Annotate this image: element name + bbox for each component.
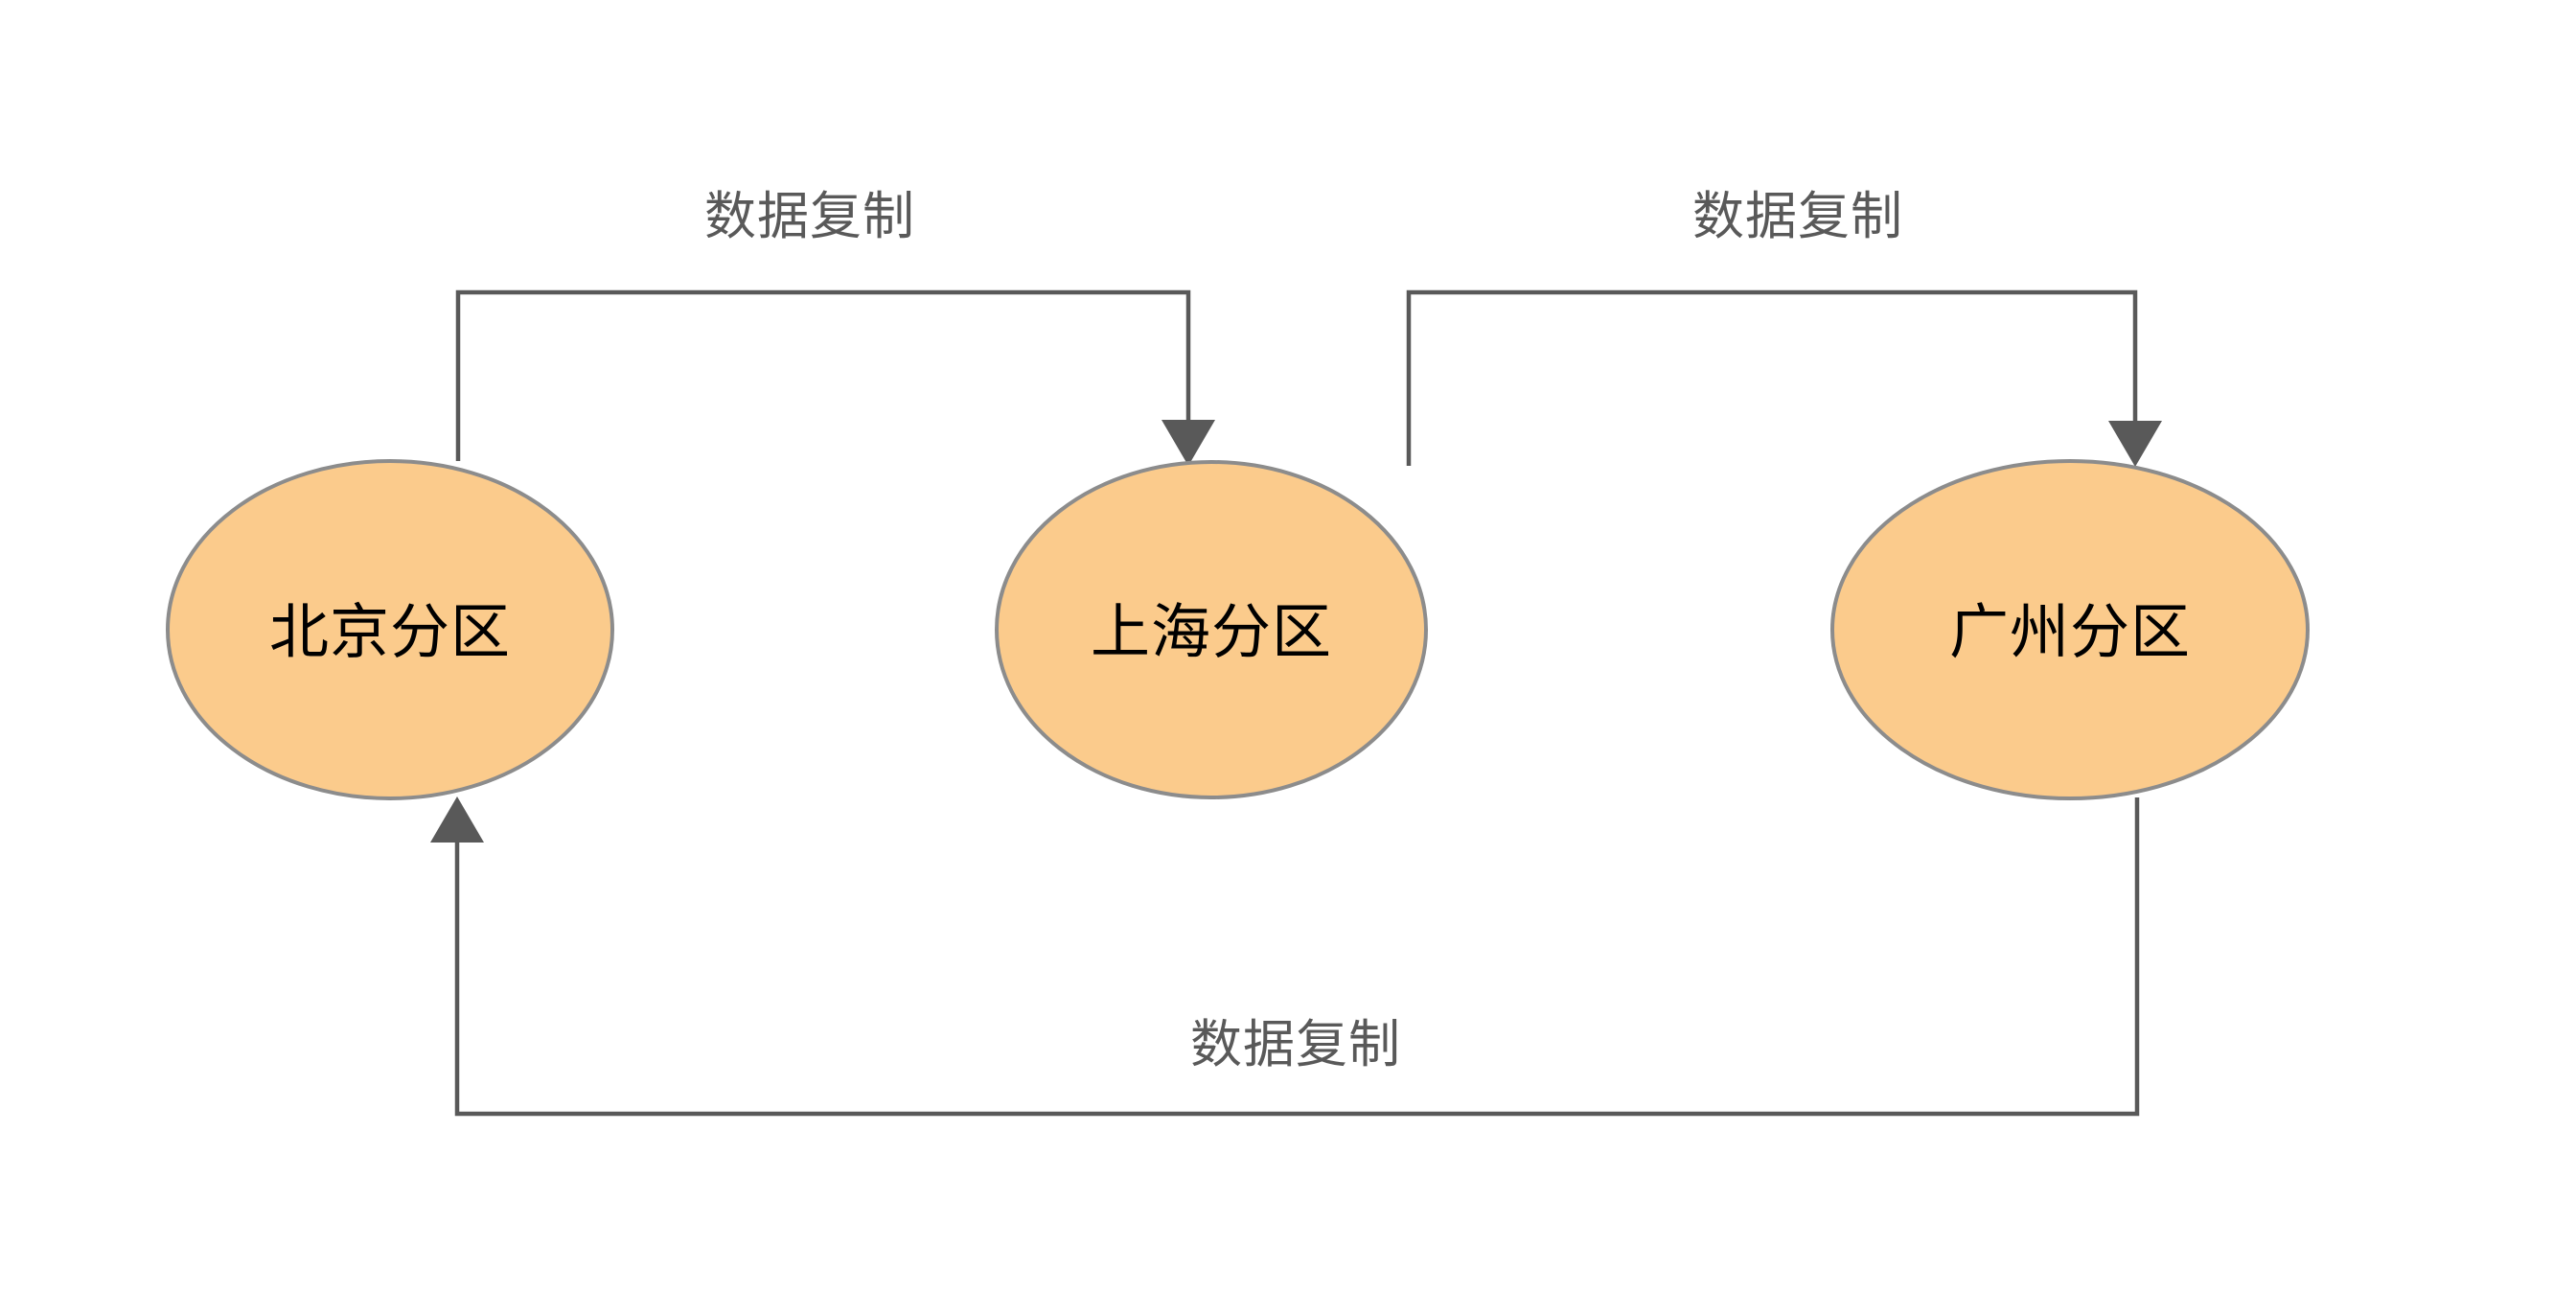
arrowhead-icon-shanghai-to-guangzhou [2108,421,2162,467]
node-shape-guangzhou [1830,459,2310,800]
edge-guangzhou-to-beijing[interactable]: 数据复制 [430,797,2140,1117]
node-label-shanghai: 上海分区 [1091,600,1332,666]
edge-beijing-to-shanghai[interactable]: 数据复制 [455,188,1215,466]
edge-label-shanghai-to-guangzhou: 数据复制 [1692,188,1903,245]
node-label-guangzhou: 广州分区 [1949,600,2191,666]
node-shanghai[interactable]: 上海分区 [995,460,1428,799]
node-shape-beijing [166,459,614,800]
edge-line-shanghai-to-guangzhou [1406,289,2138,466]
arrowhead-icon-beijing-to-shanghai [1162,420,1215,466]
edge-label-guangzhou-to-beijing: 数据复制 [1190,1016,1401,1074]
node-label-beijing: 北京分区 [269,600,511,666]
edge-line-guangzhou-to-beijing [454,797,2140,1117]
edge-label-beijing-to-shanghai: 数据复制 [704,188,915,245]
node-shape-shanghai [995,460,1428,799]
node-guangzhou[interactable]: 广州分区 [1830,459,2310,800]
edge-line-beijing-to-shanghai [455,289,1191,461]
arrowhead-icon-guangzhou-to-beijing [430,797,484,843]
node-beijing[interactable]: 北京分区 [166,459,614,800]
edge-shanghai-to-guangzhou[interactable]: 数据复制 [1406,188,2162,467]
